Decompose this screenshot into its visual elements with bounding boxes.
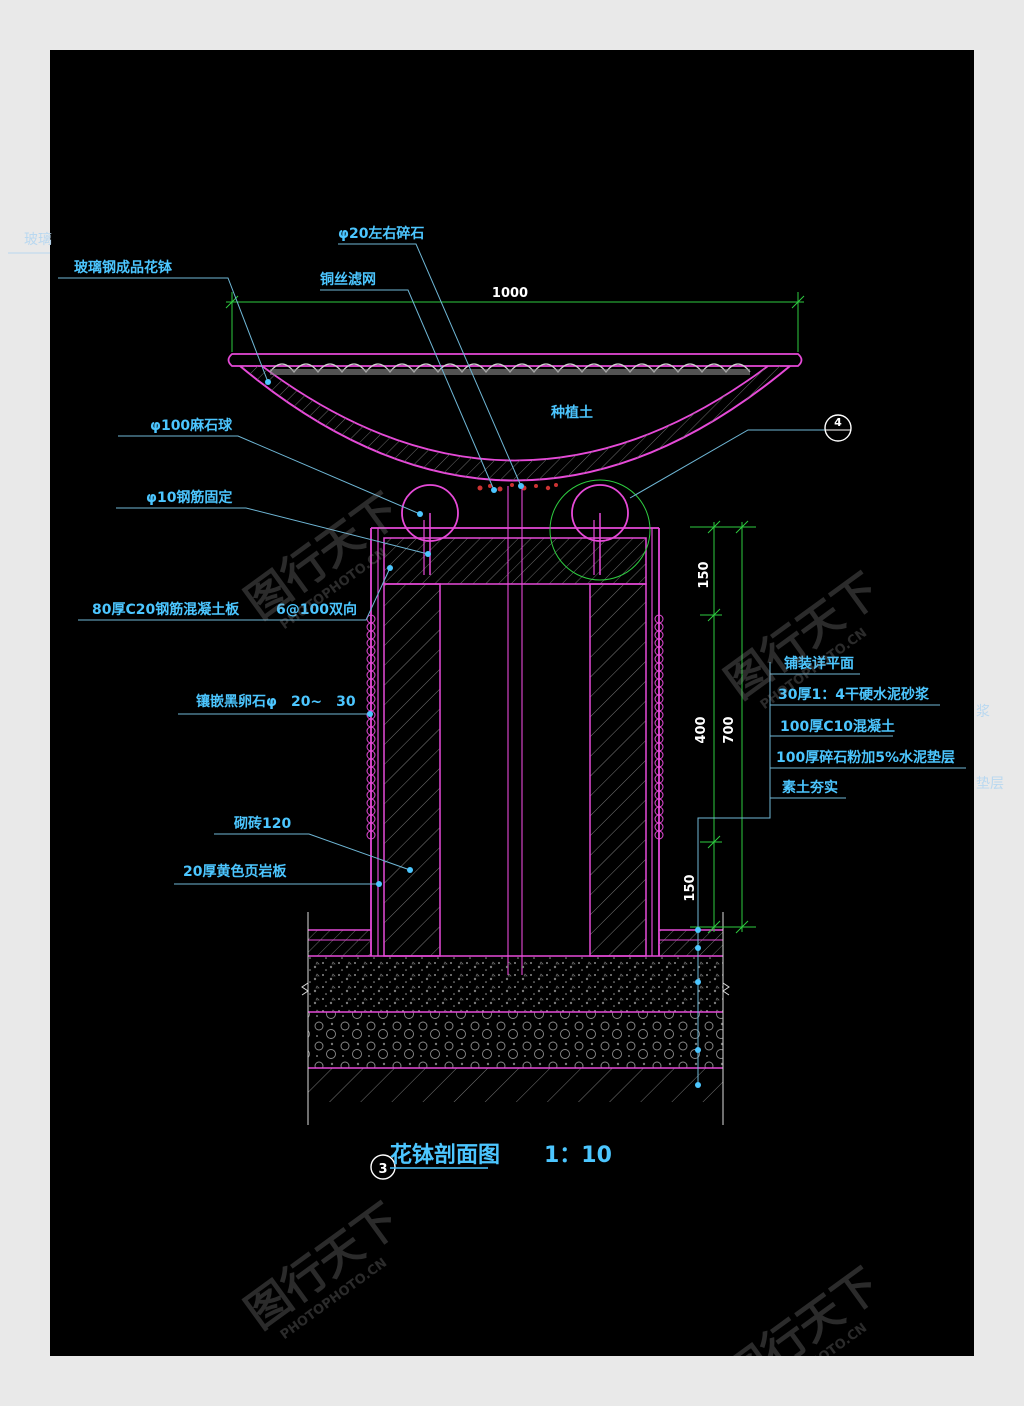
bottom-dimension: 150 [683, 874, 698, 901]
planter-bowl [227, 353, 803, 492]
cad-drawing-sheet: 1000 150 400 700 150 玻璃钢成品花钵 φ20左右碎石 铜丝滤… [50, 50, 974, 1356]
leader-lines [58, 243, 966, 1085]
drawing-title-block: 3 花钵剖面图 1：10 [370, 1142, 612, 1180]
detail-callout-4: 4 [824, 414, 852, 442]
detail-callout-number: 4 [834, 416, 842, 429]
margin-fragment-right-top: 浆 [976, 704, 990, 720]
margin-fragment-right-bottom: 垫层 [976, 776, 1004, 792]
label-gravel: φ20左右碎石 [338, 225, 424, 242]
label-compacted-soil: 素土夯实 [782, 779, 838, 796]
label-planting-soil: 种植土 [550, 404, 593, 421]
drawing-title: 花钵剖面图 [390, 1142, 500, 1168]
planter-section-drawing: 1000 150 400 700 150 玻璃钢成品花钵 φ20左右碎石 铜丝滤… [58, 225, 966, 1356]
label-brick: 砌砖120 [233, 815, 291, 832]
total-dimension: 700 [722, 716, 737, 743]
annotation-labels: 玻璃钢成品花钵 φ20左右碎石 铜丝滤网 种植土 φ100麻石球 φ10钢筋固定… [74, 225, 955, 880]
label-concrete-slab: 80厚C20钢筋混凝土板 [92, 601, 240, 618]
label-frp-planter: 玻璃钢成品花钵 [74, 259, 173, 276]
black-pebble-column-left [366, 614, 376, 840]
margin-fragment-left: 玻璃 [24, 231, 52, 248]
label-shale-board: 20厚黄色页岩板 [183, 863, 287, 880]
dimension-lines [225, 292, 805, 934]
drawing-scale: 1：10 [544, 1143, 612, 1168]
drain-gravel [477, 483, 558, 492]
label-rebar-spacing: 6@100双向 [276, 601, 357, 618]
label-gravel-base: 100厚碎石粉加5%水泥垫层 [776, 749, 955, 766]
foundation [301, 912, 730, 1125]
section-callout-number: 3 [378, 1162, 387, 1177]
label-steel-fix: φ10钢筋固定 [146, 489, 232, 506]
watermark-brand-4: 图行天下 [716, 1259, 888, 1356]
label-paving-surface: 铺装详平面 [784, 655, 854, 672]
label-dry-mortar: 30厚1：4干硬水泥砂浆 [778, 686, 930, 703]
granite-ball-right [549, 479, 651, 581]
granite-ball-left [401, 484, 459, 575]
width-dimension: 1000 [492, 286, 528, 301]
label-copper-mesh: 铜丝滤网 [320, 271, 376, 288]
leader-dots [265, 379, 701, 1088]
label-black-pebble: 镶嵌黑卵石φ 20~ 30 [196, 693, 356, 710]
pedestal [366, 486, 664, 975]
label-c10-concrete: 100厚C10混凝土 [780, 718, 895, 735]
label-granite-ball: φ100麻石球 [150, 417, 233, 434]
middle-dimension: 400 [694, 716, 709, 743]
black-pebble-column-right [654, 614, 664, 840]
top-dimension: 150 [697, 561, 712, 588]
